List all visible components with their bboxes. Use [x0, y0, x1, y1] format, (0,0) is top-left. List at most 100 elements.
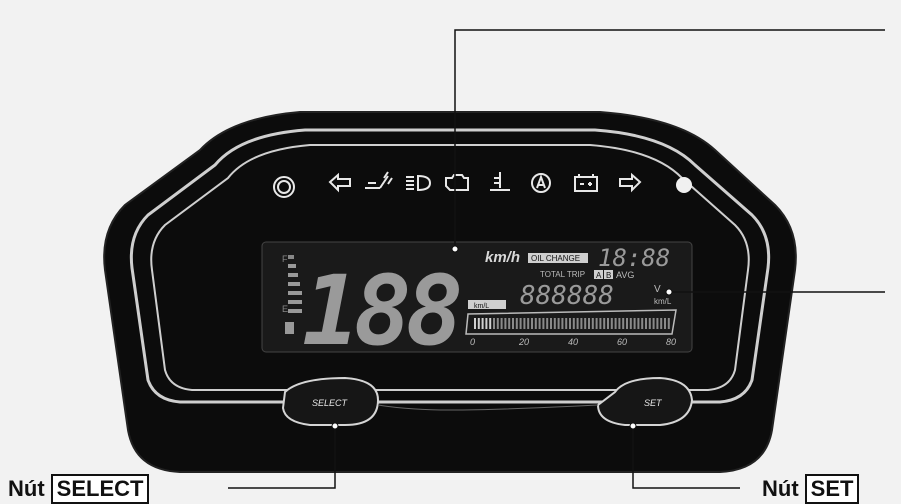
bar-meter-segment — [584, 318, 587, 329]
leader-speed — [454, 29, 885, 248]
leader-lines — [228, 29, 885, 489]
bar-meter-segment — [523, 318, 526, 329]
set-callout: Nút SET — [762, 474, 860, 504]
battery-icon — [574, 174, 598, 192]
bar-meter-segment — [637, 318, 640, 329]
bar-meter-segment — [603, 318, 606, 329]
left-turn-icon — [328, 172, 351, 193]
bar-meter-segment — [481, 318, 484, 329]
avg-label: AVG — [616, 270, 634, 280]
bar-meter-segment — [641, 318, 644, 329]
oil-change-label: OIL CHANGE — [531, 254, 580, 263]
bar-meter-segment — [496, 318, 499, 329]
bar-meter-segment — [557, 318, 560, 329]
select-callout: Nút SELECT — [8, 474, 150, 504]
engine-check-icon — [445, 174, 469, 191]
select-callout-prefix: Nút — [8, 476, 45, 501]
bar-meter-segment — [664, 318, 666, 329]
bar-meter-segment — [622, 318, 625, 329]
speed-readout: 188 — [302, 255, 460, 367]
bar-meter-segment — [595, 318, 598, 329]
bar-meter-segment — [591, 318, 594, 329]
bar-meter-segment — [610, 318, 613, 329]
bar-meter-segment — [493, 318, 495, 329]
bar-meter-segment — [626, 318, 628, 329]
leader-set — [632, 425, 740, 489]
bar-meter-segment — [519, 318, 522, 329]
select-button[interactable] — [281, 376, 380, 426]
right-turn-icon — [619, 172, 642, 193]
bar-meter-segment — [565, 318, 568, 329]
select-button-label: SELECT — [312, 398, 349, 408]
cluster-inner-rim-2 — [150, 144, 750, 391]
bar-meter-unit: km/L — [474, 303, 489, 310]
bar-meter-segment — [546, 318, 549, 329]
fuel-gauge: F E — [282, 254, 302, 334]
bar-meter-segments — [474, 318, 670, 329]
bar-meter-segment — [538, 318, 541, 329]
bar-meter-segment — [515, 318, 518, 329]
bar-meter-segment — [550, 318, 552, 329]
fuel-pump-icon — [285, 322, 294, 334]
cluster-inner-rim — [129, 128, 771, 404]
bar-meter-tick-label: 40 — [568, 337, 578, 347]
bar-meter-segment — [648, 318, 651, 329]
leader-select — [228, 425, 336, 489]
bar-meter-segment — [542, 318, 545, 329]
trip-b-label: B — [606, 271, 611, 280]
headlight-icon — [406, 174, 432, 192]
lower-bezel-divider — [377, 404, 599, 411]
bar-meter-segment — [500, 318, 503, 329]
bar-meter-segment — [588, 318, 590, 329]
indicator-row — [273, 171, 692, 198]
neutral-lamp-icon — [676, 177, 692, 193]
set-callout-name: SET — [804, 474, 860, 504]
bar-meter-segment — [618, 318, 621, 329]
bar-meter-frame — [465, 309, 677, 335]
bar-meter-tick-label: 60 — [617, 337, 627, 347]
fuel-injection-icon — [365, 171, 393, 189]
bar-meter-segment — [512, 318, 514, 329]
bar-meter-segment — [477, 318, 480, 329]
bar-meter-segment — [652, 318, 655, 329]
set-callout-prefix: Nút — [762, 476, 799, 501]
total-trip-label: TOTAL TRIP — [540, 270, 585, 279]
oil-change-badge — [528, 253, 588, 263]
set-button[interactable] — [596, 376, 694, 426]
set-button-label: SET — [644, 398, 663, 408]
bar-meter-unit-badge — [468, 300, 506, 309]
bar-meter-segment — [599, 318, 602, 329]
bar-meter-segment — [645, 318, 647, 329]
abs-icon — [273, 176, 295, 198]
bar-meter-segment — [572, 318, 575, 329]
bar-meter-segment — [474, 318, 476, 329]
bar-meter-segment — [607, 318, 609, 329]
auto-icon — [531, 173, 551, 193]
clock-readout: 18:88 — [598, 244, 670, 272]
bar-meter-segment — [485, 318, 488, 329]
bar-meter-segment — [660, 318, 663, 329]
odometer-unit-2: km/L — [654, 297, 672, 306]
bar-meter-segment — [569, 318, 571, 329]
bar-meter-segment — [527, 318, 530, 329]
bar-meter-tick-label: 20 — [518, 337, 529, 347]
bar-meter-segment — [656, 318, 659, 329]
bar-meter-segment — [489, 318, 492, 329]
bar-meter-segment — [667, 318, 670, 329]
bar-meter-segment — [629, 318, 632, 329]
odometer-unit: V — [654, 284, 661, 295]
bar-meter-segment — [504, 318, 507, 329]
bar-meter-segment — [561, 318, 564, 329]
fuel-full-label: F — [282, 254, 288, 264]
odometer-readout: 888888 — [520, 281, 614, 311]
bar-meter-segment — [531, 318, 533, 329]
bar-meter-tick-label: 0 — [470, 337, 475, 347]
bar-meter-segment — [580, 318, 583, 329]
coolant-temp-icon — [490, 172, 510, 191]
bar-meter-segment — [576, 318, 579, 329]
bar-meter-segment — [614, 318, 617, 329]
fuel-empty-label: E — [282, 304, 288, 314]
bar-meter-segment — [508, 318, 511, 329]
